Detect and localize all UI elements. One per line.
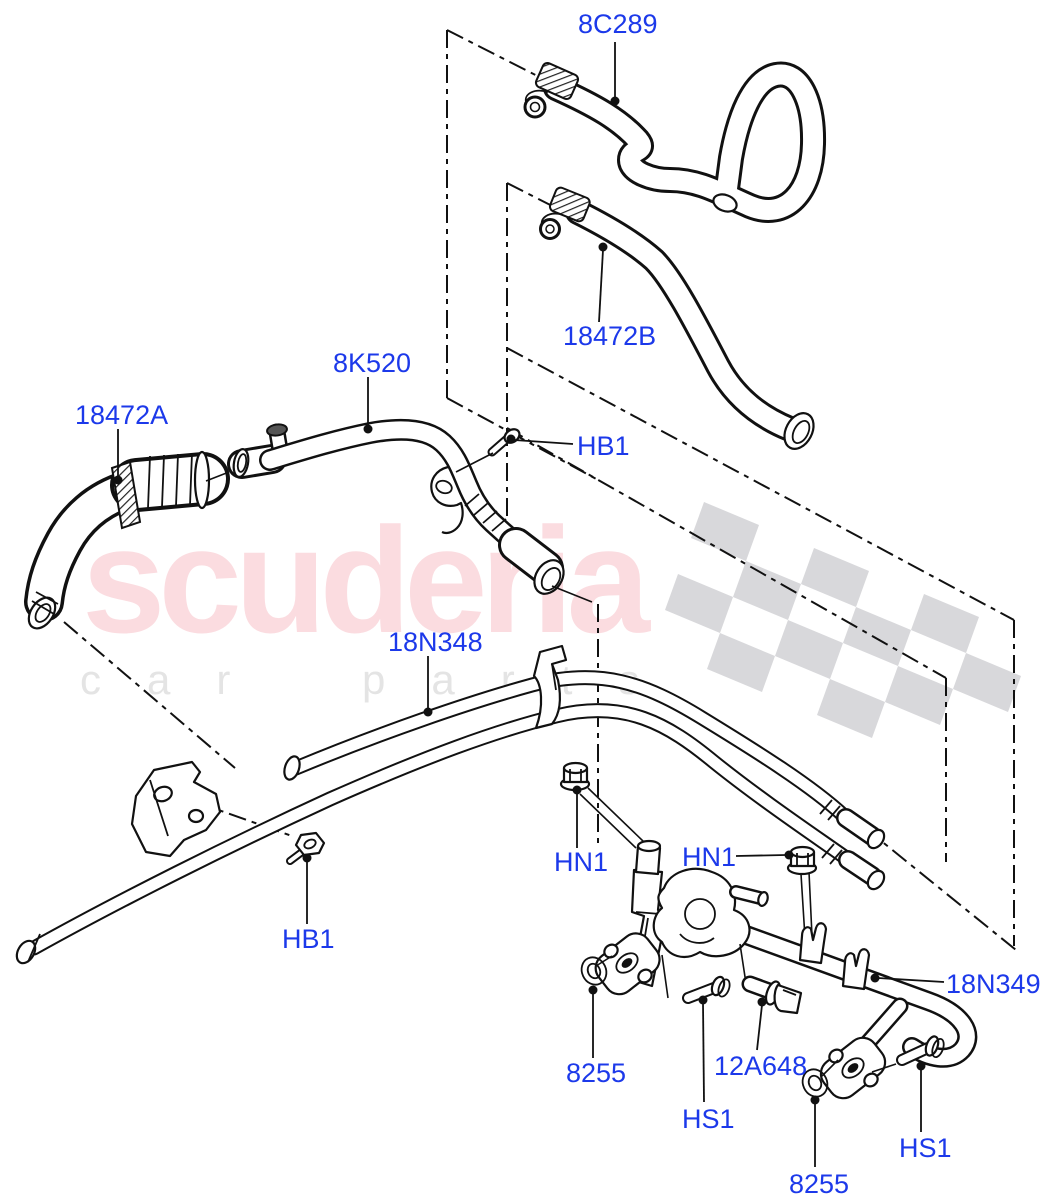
checkered-flag-watermark: [665, 502, 1021, 738]
hose-8k520-drawing: [232, 423, 593, 603]
sensor-12a648-drawing: [750, 980, 803, 1015]
o-ring-8255-right-drawing: [801, 1068, 829, 1098]
part-label-hb1-upper[interactable]: HB1: [577, 431, 630, 461]
o-ring-8255-left-drawing: [580, 956, 608, 986]
part-labels: 8C289 18472B 8K520 18472A HB1 18N348 HN1…: [75, 9, 1040, 1199]
part-label-8k520[interactable]: 8K520: [333, 348, 411, 378]
part-label-hb1-lower[interactable]: HB1: [282, 924, 335, 954]
watermark-brand-text: scuderia: [82, 496, 652, 664]
t-branch-cap: [266, 423, 288, 437]
part-label-18472a[interactable]: 18472A: [75, 400, 168, 430]
part-label-8255-right[interactable]: 8255: [789, 1169, 849, 1199]
part-label-18n349[interactable]: 18N349: [946, 969, 1040, 999]
nut-hn1-left-drawing: [559, 761, 645, 849]
bolt-hs1-right-drawing: [902, 1035, 945, 1060]
fork-bracket: [841, 948, 871, 991]
hose-bracket-clip: [430, 465, 464, 535]
spring-clamp-icon: [523, 61, 580, 119]
part-label-18472b[interactable]: 18472B: [563, 321, 656, 351]
nut-hn1-right-drawing: [786, 845, 818, 939]
part-label-18n348[interactable]: 18N348: [388, 627, 483, 657]
water-pipes-18n348-drawing: [15, 644, 886, 965]
part-label-8c289[interactable]: 8C289: [578, 9, 658, 39]
part-label-hn1-left[interactable]: HN1: [554, 847, 608, 877]
pipe-bracket-drawing: [130, 760, 222, 858]
part-label-hn1-right[interactable]: HN1: [682, 842, 736, 872]
part-label-8255-left[interactable]: 8255: [566, 1058, 626, 1088]
part-label-12a648[interactable]: 12A648: [714, 1051, 807, 1081]
hose-18472b-drawing: [539, 186, 815, 450]
pipe-center-bracket: [532, 644, 568, 730]
bolt-hb1-lower-drawing: [286, 831, 326, 865]
spring-clamp-icon: [539, 186, 591, 240]
part-label-hs1-left[interactable]: HS1: [682, 1104, 735, 1134]
part-label-hs1-right[interactable]: HS1: [899, 1133, 952, 1163]
bolt-hs1-left-drawing: [688, 975, 731, 998]
hose-8c289-drawing: [523, 61, 813, 214]
thermostat-housing: [652, 867, 751, 959]
fork-bracket: [798, 922, 828, 965]
leader-lines: [113, 42, 945, 1167]
